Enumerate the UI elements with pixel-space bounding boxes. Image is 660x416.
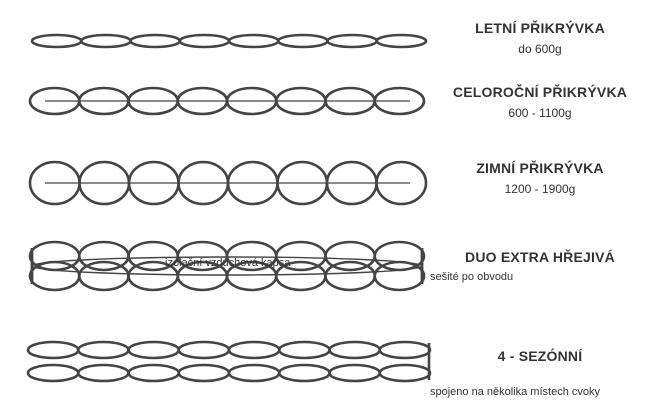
- four-season-top-chamber: [277, 340, 331, 360]
- four-season-top-chamber: [127, 340, 181, 360]
- row-3-subtitle: 1200 - 1900g: [504, 182, 576, 196]
- summer-chamber: [276, 33, 329, 49]
- summer-chamber: [30, 33, 83, 49]
- four-season-top-chamber: [26, 340, 80, 360]
- four-season-bottom-chamber: [26, 363, 80, 383]
- four-season-top-chamber: [378, 340, 432, 360]
- summer-chamber: [129, 33, 182, 49]
- duo-bottom-chamber: [324, 260, 377, 292]
- row-2-title: CELOROČNÍ PŘIKRÝVKA: [452, 84, 628, 100]
- air-pocket-label: izolační vzduchová kapsa: [165, 257, 291, 269]
- duo-bottom-chamber: [28, 260, 81, 292]
- four-season-bottom-chamber: [227, 363, 281, 383]
- summer-chamber: [326, 33, 379, 49]
- duo-bottom-chamber: [373, 260, 426, 292]
- row-3-title: ZIMNÍ PŘIKRÝVKA: [476, 160, 604, 176]
- four-season-bottom-chamber: [328, 363, 382, 383]
- row-4-title: DUO EXTRA HŘEJIVÁ: [465, 249, 615, 265]
- row-2-subtitle: 600 - 1100g: [508, 106, 572, 120]
- summer-chamber: [178, 33, 231, 49]
- summer-chamber: [227, 33, 280, 49]
- four-season-bottom-chamber: [76, 363, 130, 383]
- four-season-bottom-chamber: [127, 363, 181, 383]
- four-season-bottom-chamber: [378, 363, 432, 383]
- four-season-top-chamber: [76, 340, 130, 360]
- four-season-top-chamber: [177, 340, 231, 360]
- row-5-title: 4 - SEZÓNNÍ: [497, 348, 583, 364]
- four-season-top-chamber: [227, 340, 281, 360]
- duo-bottom-chamber: [77, 260, 130, 292]
- row-1-title: LETNÍ PŘIKRÝVKA: [475, 20, 605, 36]
- row-5-note: spojeno na několika místech cvoky: [430, 386, 600, 398]
- row-1-subtitle: do 600g: [518, 42, 562, 56]
- row-4-note: sešité po obvodu: [430, 271, 514, 283]
- four-season-bottom-chamber: [277, 363, 331, 383]
- four-season-bottom-chamber: [177, 363, 231, 383]
- four-season-top-chamber: [328, 340, 382, 360]
- summer-chamber: [79, 33, 132, 49]
- summer-chamber: [375, 33, 428, 49]
